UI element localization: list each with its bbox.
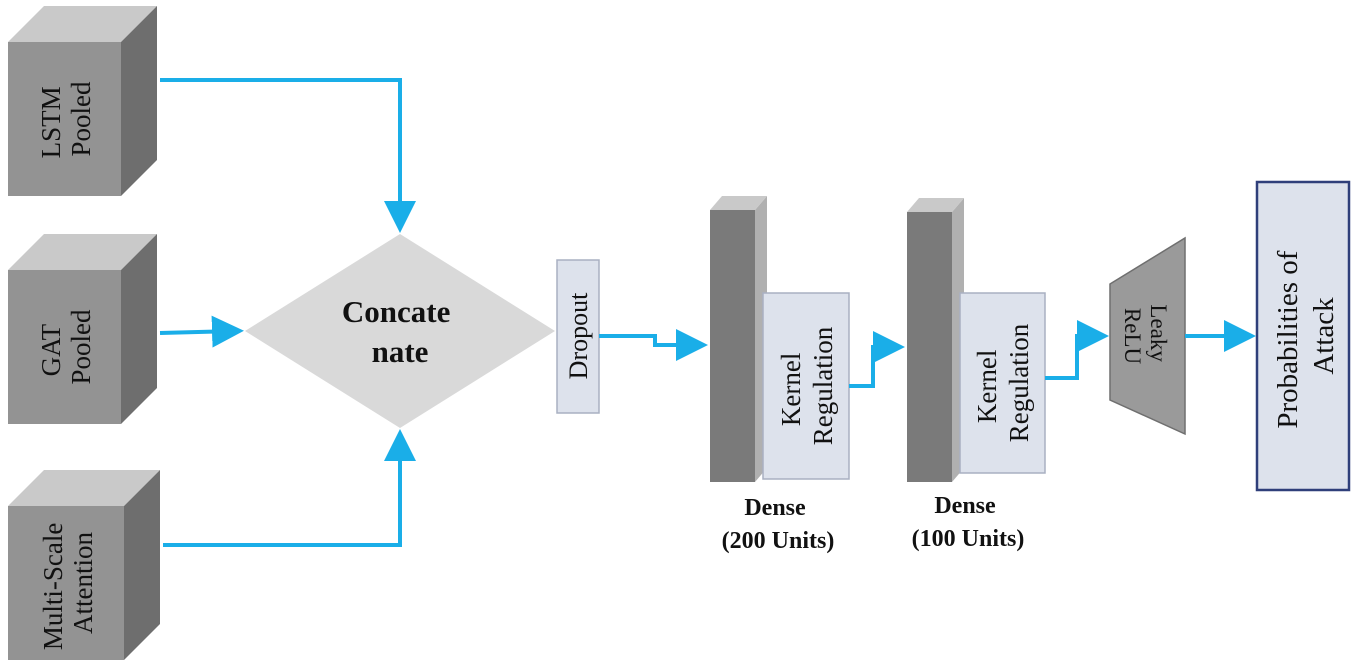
output-label-line1: Probabilities of [1272, 250, 1304, 428]
dropout-label: Dropout [564, 292, 593, 379]
dense-200-slab-front [710, 210, 755, 482]
svg-text:Dense (100 Units): Dense (100 Units) [912, 493, 1025, 552]
output-block: Probabilities of Attack [1255, 180, 1351, 492]
leaky-relu-label-line2: ReLU [1120, 308, 1145, 365]
svg-text:Multi-Scale Attention: Multi-Scale Attention [38, 516, 98, 650]
concatenate-label-line1: Concate [342, 294, 450, 329]
dense-100-kernel-line2: Regulation [1004, 323, 1034, 442]
dense-100-caption-line1: Dense [934, 493, 996, 519]
gat-cube-front [8, 270, 121, 424]
svg-text:LSTM Pooled: LSTM Pooled [36, 80, 96, 159]
lstm-pooled-block: LSTM Pooled [8, 6, 157, 196]
dense-100-block: Kernel Regulation Dense (100 Units) [907, 198, 1046, 552]
dense-200-slab-top [710, 196, 767, 210]
msa-cube-front [8, 506, 124, 660]
dropout-block: Dropout [556, 259, 600, 414]
arrow-dropout-to-dense-200 [599, 329, 708, 361]
dense-100-caption-line2: (100 Units) [912, 526, 1025, 552]
dense-200-caption-line1: Dense [744, 495, 806, 521]
concatenate-diamond [245, 234, 555, 428]
lstm-cube-top [8, 6, 157, 42]
concatenate-label-line2: nate [372, 334, 429, 369]
arrow-msa-to-concat [163, 429, 416, 547]
svg-text:Dense (200 Units): Dense (200 Units) [722, 495, 835, 554]
dense-100-slab-front [907, 212, 952, 482]
lstm-cube-side [121, 6, 157, 196]
dense-200-block: Kernel Regulation Dense (200 Units) [710, 196, 850, 554]
connections [159, 78, 1256, 547]
output-box [1255, 180, 1351, 492]
gat-label-line1: GAT [36, 323, 66, 376]
svg-text:Concate nate: Concate nate [342, 294, 458, 369]
dense-100-kernel-line1: Kernel [972, 350, 1002, 423]
gat-label-line2: Pooled [66, 309, 96, 385]
svg-text:GAT Pooled: GAT Pooled [36, 309, 96, 385]
output-label-line2: Attack [1308, 297, 1340, 375]
arrow-lstm-to-concat [160, 78, 416, 233]
svg-text:Leaky ReLU: Leaky ReLU [1120, 304, 1171, 367]
dense-200-kernel-line2: Regulation [808, 326, 838, 445]
gat-pooled-block: GAT Pooled [8, 234, 157, 424]
multi-scale-attention-block: Multi-Scale Attention [8, 470, 160, 660]
svg-text:Probabilities of Attack: Probabilities of Attack [1272, 243, 1340, 428]
arrow-dense-200-to-dense-100 [849, 331, 905, 388]
svg-text:Kernel Regulation: Kernel Regulation [776, 326, 838, 445]
msa-cube-top [8, 470, 160, 506]
leaky-relu-block: Leaky ReLU [1109, 236, 1186, 436]
leaky-relu-label-line1: Leaky [1146, 304, 1171, 362]
arrow-gat-to-concat [159, 315, 244, 348]
dense-200-kernel-line1: Kernel [776, 353, 806, 426]
dropout-box [556, 259, 600, 414]
lstm-label-line2: Pooled [66, 81, 96, 157]
msa-label-line1: Multi-Scale [38, 523, 68, 650]
lstm-label-line1: LSTM [36, 86, 66, 158]
dense-200-kernel-box [762, 292, 850, 480]
concatenate-node: Concate nate [245, 234, 555, 428]
gat-cube-side [121, 234, 157, 424]
svg-text:Kernel Regulation: Kernel Regulation [972, 323, 1034, 442]
dense-200-caption-line2: (200 Units) [722, 528, 835, 554]
arrow-dense-100-to-leaky-relu [1045, 320, 1109, 380]
msa-cube-side [124, 470, 160, 660]
dense-100-slab-top [907, 198, 964, 212]
msa-label-line2: Attention [68, 532, 98, 634]
leaky-relu-trapezoid [1109, 236, 1186, 436]
dense-100-kernel-box [959, 292, 1046, 474]
lstm-cube-front [8, 42, 121, 196]
gat-cube-top [8, 234, 157, 270]
